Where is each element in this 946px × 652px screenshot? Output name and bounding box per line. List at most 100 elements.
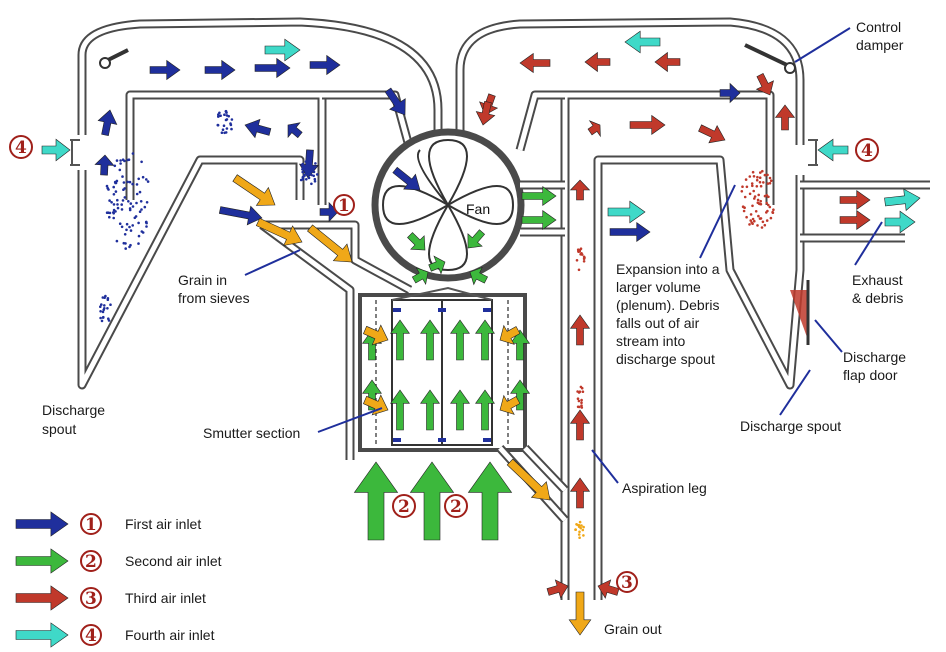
green-arrow — [510, 329, 531, 361]
debris-dot — [131, 152, 135, 155]
debris-dot — [579, 385, 583, 389]
debris-dot — [102, 315, 105, 319]
debris-dot — [748, 223, 751, 226]
red-arrow — [569, 314, 591, 346]
debris-dot — [137, 177, 140, 181]
debris-dot — [768, 181, 772, 185]
debris-dot — [220, 131, 224, 134]
debris-dot — [769, 179, 773, 182]
debris-dot — [112, 203, 116, 206]
debris-dot — [749, 213, 753, 216]
debris-dot — [759, 184, 763, 188]
legend-arrow-3 — [15, 585, 69, 611]
red-arrow — [839, 190, 871, 210]
debris-dot — [107, 317, 110, 321]
debris-dot — [221, 128, 225, 131]
debris-dot — [115, 239, 119, 243]
debris-dot — [141, 175, 145, 179]
debris-dot — [119, 162, 122, 165]
debris-dot — [106, 186, 109, 190]
debris-dot — [580, 401, 583, 405]
svg-text:2: 2 — [398, 497, 410, 517]
legend-marker-1 — [80, 513, 102, 535]
blue-arrow — [287, 122, 303, 139]
debris-dot — [301, 168, 304, 171]
debris-dot — [310, 173, 313, 177]
marker-4-left: 4 — [9, 135, 33, 159]
blue-arrow — [97, 109, 118, 137]
grain-arrow — [568, 591, 592, 636]
teal-arrow — [884, 210, 916, 234]
green-arrow — [510, 379, 531, 411]
debris-dot — [99, 310, 102, 313]
debris-dot — [113, 164, 117, 168]
green-arrow — [362, 379, 382, 411]
svg-text:4: 4 — [15, 138, 27, 158]
legend-marker-3 — [80, 587, 102, 609]
debris-dot — [580, 253, 584, 256]
debris-dot — [307, 176, 311, 180]
debris-dot — [100, 319, 104, 323]
control-damper-label-1: Control — [856, 19, 901, 35]
legend-marker-2 — [80, 550, 102, 572]
debris-dot — [123, 196, 127, 199]
red-arrow — [546, 579, 569, 599]
debris-dot — [763, 223, 767, 227]
airflow-arrows — [41, 30, 921, 636]
green-arrow — [450, 389, 470, 431]
grain-arrow — [499, 394, 521, 415]
debris-dot — [578, 536, 581, 539]
debris-dot — [755, 185, 759, 188]
debris-dot — [762, 181, 765, 184]
debris-dot — [766, 182, 770, 185]
debris-dot — [135, 201, 138, 205]
debris-dot — [120, 208, 124, 211]
debris-dot — [748, 192, 752, 196]
debris-dot — [760, 226, 764, 229]
debris-dot — [118, 168, 122, 172]
grain-out-label: Grain out — [604, 621, 662, 637]
debris-dot — [752, 175, 756, 178]
debris-dot — [118, 222, 122, 225]
blue-arrow — [719, 82, 741, 104]
debris-dot — [579, 526, 582, 530]
debris-dot — [312, 170, 316, 174]
discharge-spout-left-label-1: Discharge — [42, 402, 105, 418]
discharge-spout-right-label: Discharge spout — [740, 418, 841, 434]
debris-dot — [99, 316, 102, 320]
debris-dot — [301, 170, 305, 174]
debris-dot — [575, 259, 579, 262]
debris-dot — [761, 220, 765, 224]
green-arrow — [420, 389, 440, 431]
blue-arrow — [94, 154, 115, 176]
exhaust-label-2: & debris — [852, 290, 903, 306]
debris-dot — [230, 118, 234, 121]
debris-dot — [758, 176, 762, 179]
debris-dot — [99, 305, 102, 309]
debris-dot — [751, 184, 754, 188]
debris-dot — [133, 216, 137, 220]
debris-dot — [313, 177, 317, 181]
red-arrow — [569, 477, 591, 509]
debris-dot — [315, 173, 319, 176]
debris-dot — [756, 224, 759, 227]
debris-dot — [577, 391, 581, 394]
debris-dot — [230, 127, 233, 131]
debris-dot — [127, 200, 130, 203]
debris-dot — [765, 201, 768, 205]
red-arrow — [569, 179, 591, 201]
debris-dot — [753, 219, 756, 223]
debris-dot — [229, 123, 233, 127]
debris-dot — [112, 216, 115, 220]
debris-dot — [745, 215, 748, 219]
debris-dot — [131, 182, 134, 186]
debris-dot — [105, 211, 109, 214]
debris-dot — [122, 181, 126, 184]
debris-dot — [314, 162, 317, 165]
debris-dot — [305, 178, 308, 181]
debris-dot — [101, 310, 105, 314]
exhaust-label-1: Exhaust — [852, 272, 903, 288]
teal-arrow — [41, 138, 71, 162]
